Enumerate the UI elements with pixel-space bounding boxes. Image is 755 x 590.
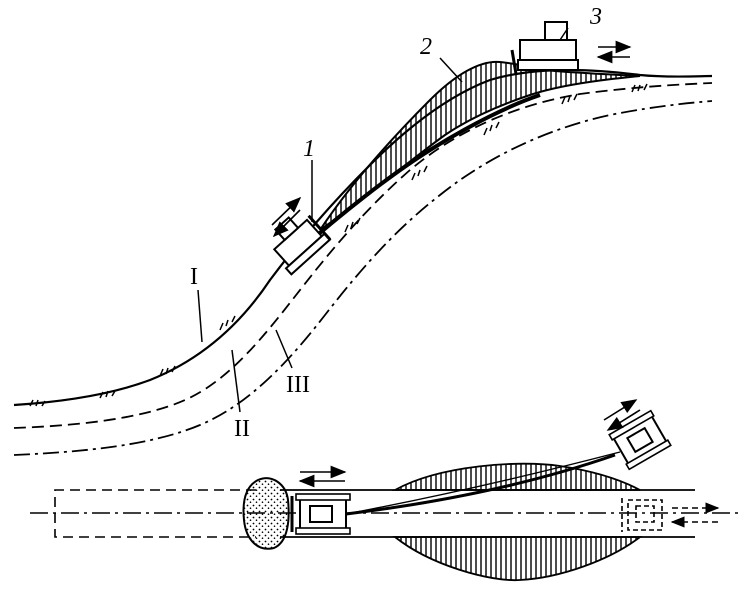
grass-tufts bbox=[29, 83, 648, 407]
hatched-cut-mass-upper bbox=[319, 60, 641, 231]
plan-bulldozer-left bbox=[290, 493, 351, 535]
plan-rotated-arrow-up bbox=[603, 399, 638, 421]
marker-label-1: 1 bbox=[303, 136, 315, 162]
layer-label-III: III bbox=[286, 372, 310, 398]
bulldozer-1-motion-arrow-down bbox=[272, 209, 301, 238]
plan-cable-line-upper bbox=[345, 451, 621, 515]
layer-label-II: II bbox=[234, 416, 250, 442]
plan-hatched-lower-lens bbox=[392, 536, 643, 582]
bulldozer-1-motion-arrow-up bbox=[271, 196, 302, 226]
leader-line-2 bbox=[439, 57, 463, 83]
plan-rotated-arrow-down bbox=[606, 409, 641, 431]
marker-label-3: 3 bbox=[589, 4, 602, 30]
plan-cable-line-lower bbox=[345, 453, 616, 516]
leader-line-I bbox=[197, 289, 203, 343]
bulldozer-3 bbox=[510, 21, 579, 75]
plan-bulldozer-ghost bbox=[621, 498, 663, 532]
leader-line-II bbox=[231, 349, 241, 413]
blade-cutting-line bbox=[298, 93, 541, 252]
ground-surface-line bbox=[13, 68, 713, 407]
leader-line-III bbox=[275, 329, 293, 369]
marker-label-2: 2 bbox=[420, 34, 432, 60]
plan-bulldozer-rotated bbox=[608, 409, 672, 471]
soil-layer-boundary-II bbox=[13, 82, 713, 429]
layer-label-I: I bbox=[190, 264, 198, 290]
leader-line-3 bbox=[559, 27, 569, 41]
plan-soil-pile bbox=[242, 477, 290, 550]
soil-layer-boundary-III bbox=[13, 100, 713, 456]
